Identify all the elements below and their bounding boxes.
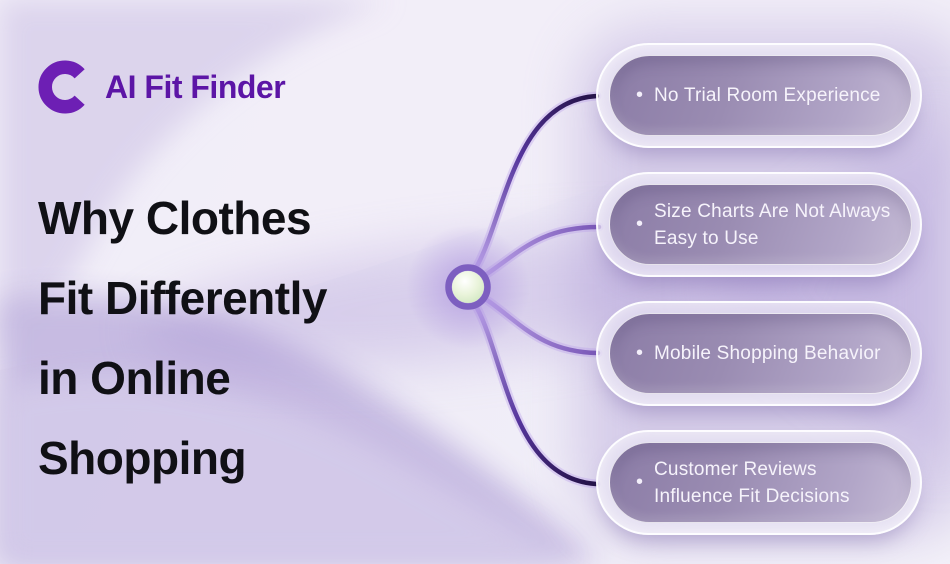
bullet-icon: • xyxy=(636,213,644,235)
branch-pill-inner: • Size Charts Are Not Always Easy to Use xyxy=(609,184,912,265)
branch-label: Size Charts Are Not Always Easy to Use xyxy=(654,200,891,249)
bullet-icon: • xyxy=(636,342,644,364)
center-node-circle xyxy=(452,271,484,303)
branch-pill-inner: • Mobile Shopping Behavior xyxy=(609,313,912,394)
branch-label: No Trial Room Experience xyxy=(654,85,881,106)
branch-label: Customer Reviews Influence Fit Decisions xyxy=(654,458,850,507)
branch-pill-mobile-shopping: • Mobile Shopping Behavior xyxy=(596,301,922,406)
bg-bottomleft-wave-light xyxy=(0,376,568,564)
branch-label: Mobile Shopping Behavior xyxy=(654,343,881,364)
branch-pill-inner: • Customer Reviews Influence Fit Decisio… xyxy=(609,442,912,523)
bullet-icon: • xyxy=(636,471,644,493)
brand-logo: AI Fit Finder xyxy=(38,60,286,114)
brand-name: AI Fit Finder xyxy=(105,68,286,105)
branch-pill-customer-reviews: • Customer Reviews Influence Fit Decisio… xyxy=(596,430,922,535)
page-title: Why Clothes Fit Differently in Online Sh… xyxy=(38,192,327,484)
bg-topleft-wave xyxy=(0,0,390,355)
center-node-ring xyxy=(445,264,491,310)
bullet-icon: • xyxy=(636,84,644,106)
branch-pill-no-trial-room: • No Trial Room Experience xyxy=(596,43,922,148)
branch-pill-inner: • No Trial Room Experience xyxy=(609,55,912,136)
branch-pill-size-charts: • Size Charts Are Not Always Easy to Use xyxy=(596,172,922,277)
c-ring-logo-icon xyxy=(38,60,85,114)
